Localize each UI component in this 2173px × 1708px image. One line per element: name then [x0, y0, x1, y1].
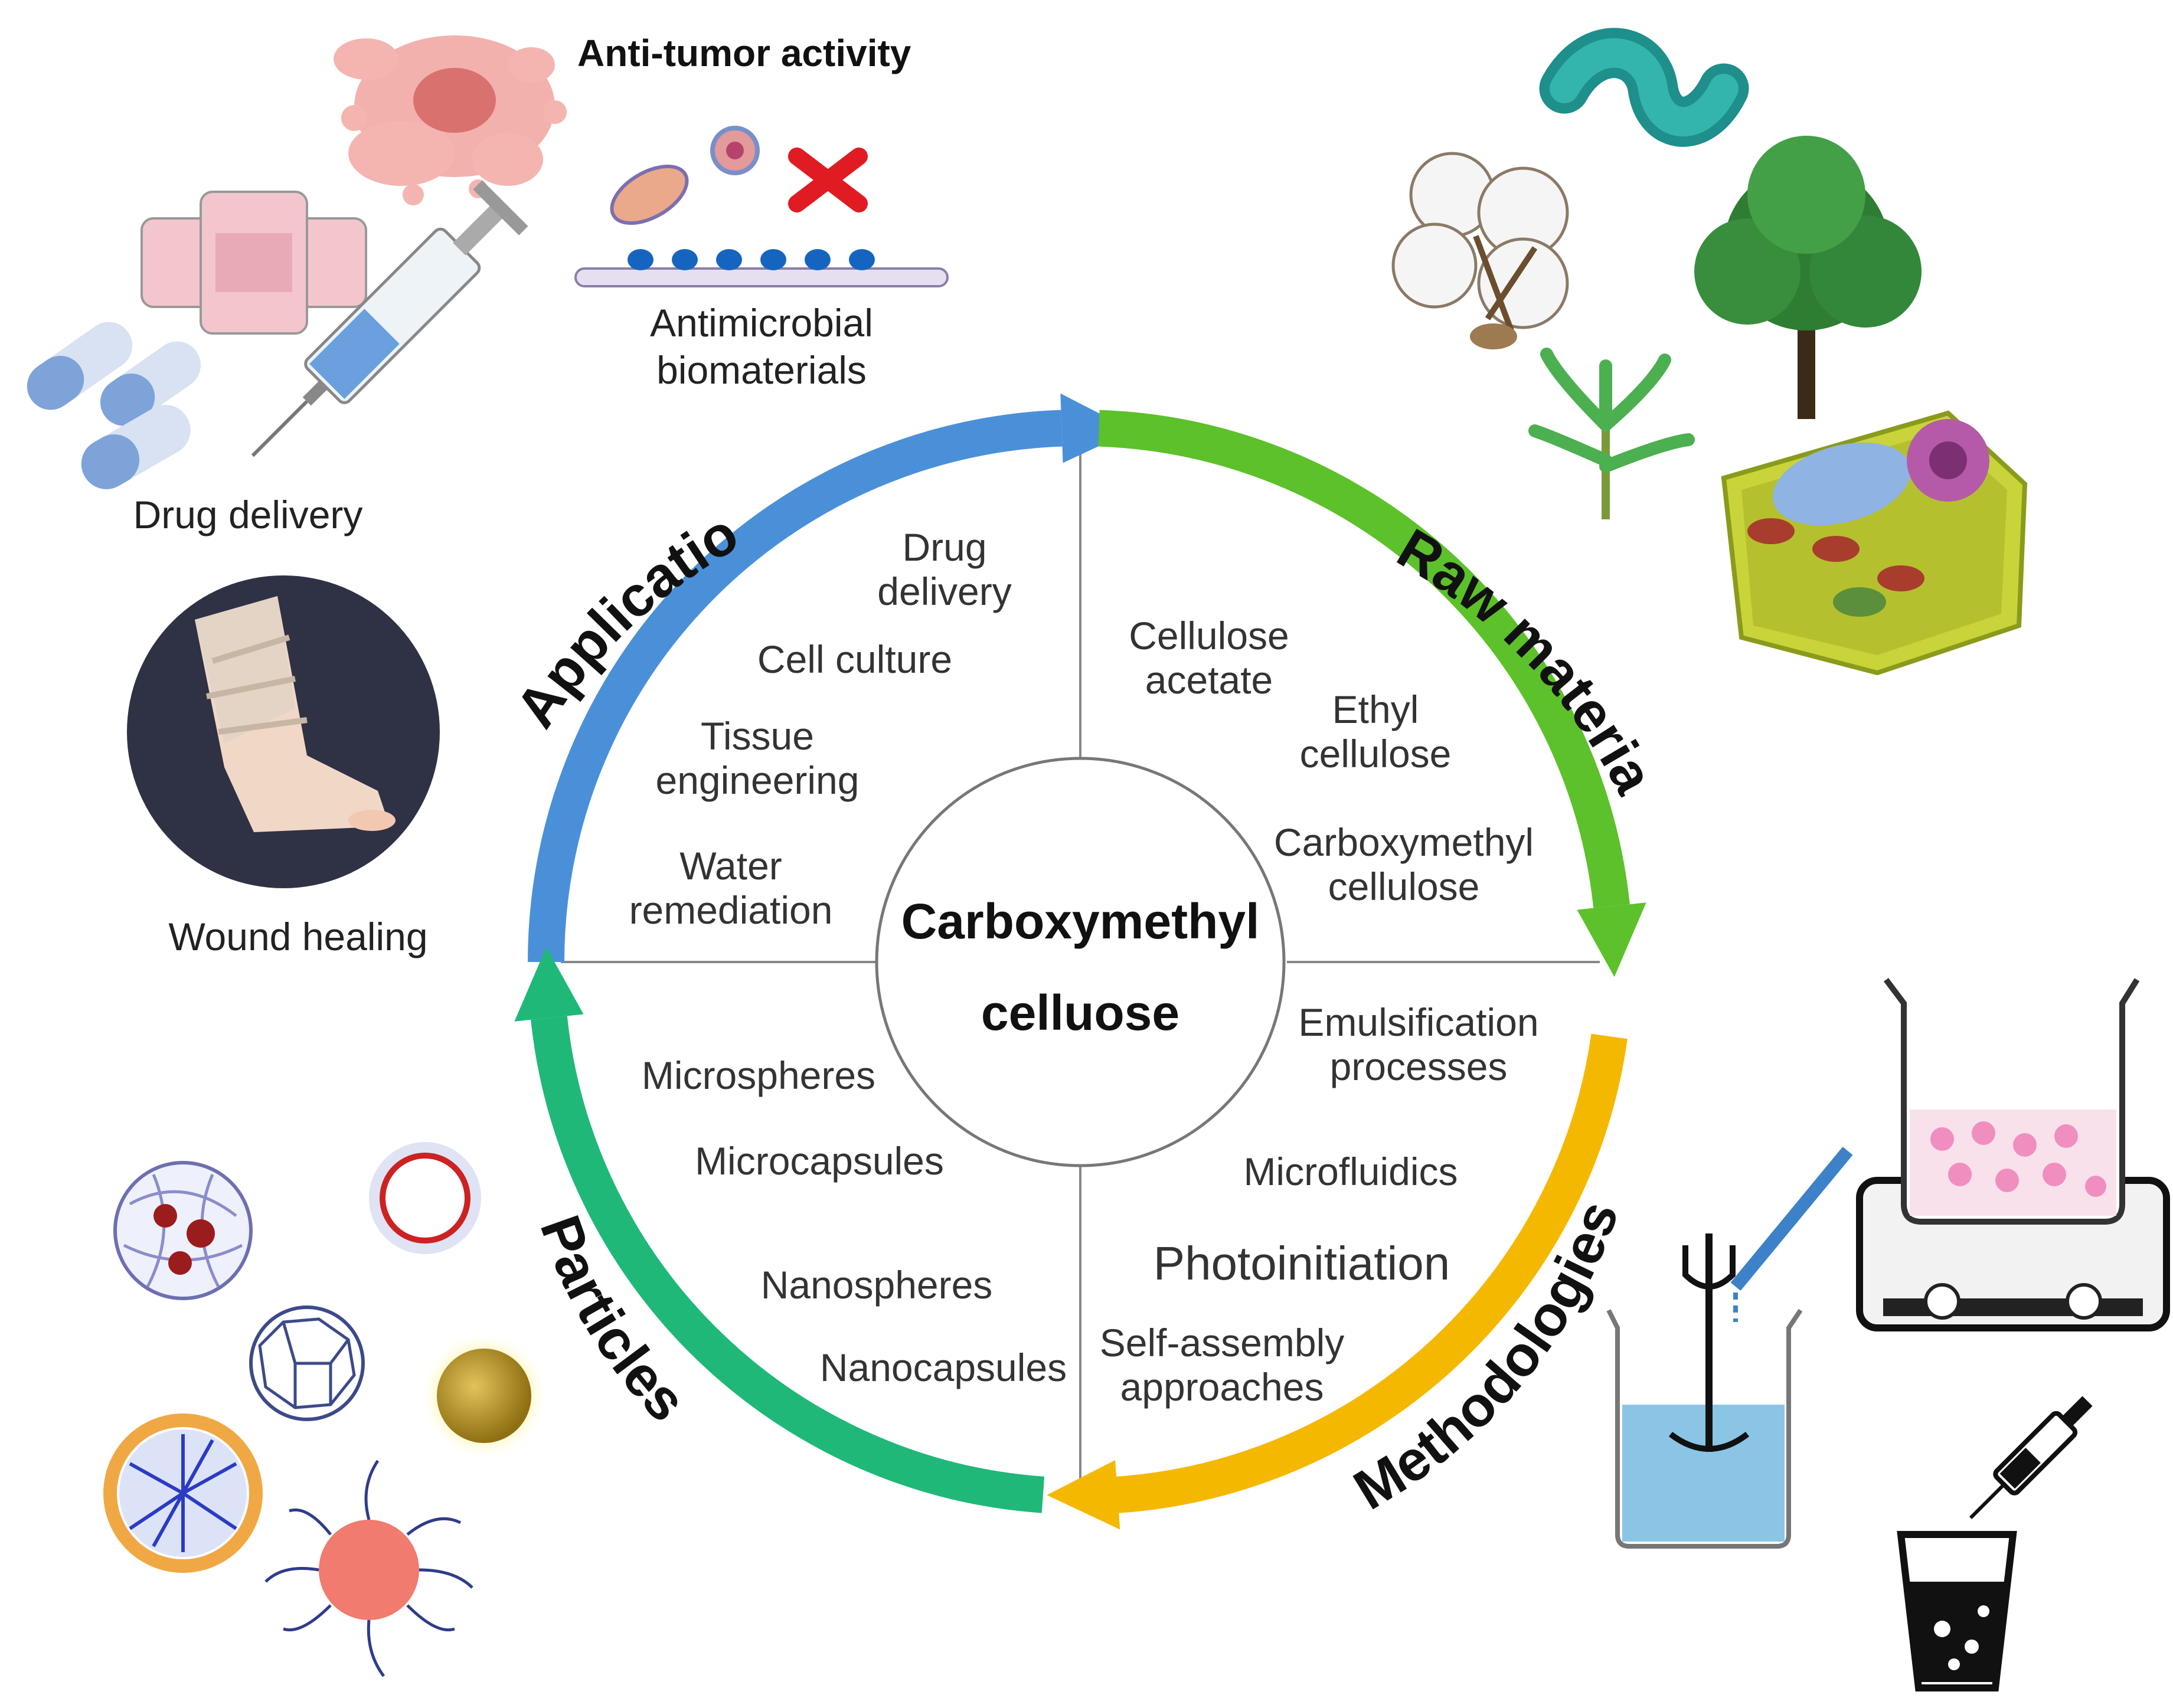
- label-antimicrobial-1: Antimicrobial: [650, 301, 873, 345]
- arc-applications: [528, 410, 1063, 963]
- center-circle: [875, 757, 1286, 1167]
- liposome-ring-illustration: [369, 1142, 481, 1254]
- particle-items: Microspheres Microcapsules Nanospheres N…: [642, 1053, 1067, 1389]
- cup-illustration: [1897, 1531, 2017, 1691]
- arrowhead-methodologies: [1047, 1460, 1120, 1530]
- label-anti-tumor: Anti-tumor activity: [577, 32, 911, 74]
- item-water-remediation-2: remediation: [629, 888, 833, 932]
- arc-particles: [531, 1016, 1045, 1513]
- cotton-illustration: [1391, 152, 1569, 349]
- antimicrobial-illustration: [574, 126, 949, 287]
- methodology-items: Emulsification processes Microfluidics P…: [1100, 1000, 1539, 1409]
- bacteria-illustration: [1539, 28, 1749, 147]
- wound-healing-illustration: [127, 575, 440, 888]
- item-photoinitiation: Photoinitiation: [1154, 1237, 1450, 1290]
- item-microspheres: Microspheres: [642, 1053, 875, 1097]
- item-drug-delivery: Drug: [902, 525, 986, 569]
- raw-material-items: Cellulose acetate Ethyl cellulose Carbox…: [1129, 614, 1534, 908]
- arc-methodologies: [1098, 1033, 1628, 1514]
- item-microfluidics: Microfluidics: [1243, 1150, 1458, 1193]
- item-emulsification-2: processes: [1330, 1045, 1508, 1088]
- item-nanocapsules: Nanocapsules: [820, 1346, 1067, 1389]
- item-water-remediation: Water: [679, 844, 782, 888]
- beaker-on-stirrer-illustration: [1856, 978, 2170, 1331]
- plant-illustration: [1528, 348, 1695, 519]
- item-ethyl-cellulose-2: cellulose: [1300, 732, 1452, 776]
- stirred-beaker-illustration: [1606, 1146, 1853, 1549]
- item-emulsification: Emulsification: [1298, 1000, 1538, 1044]
- micelle-illustration: [103, 1413, 263, 1573]
- center-title-line1: Carboxymethyl: [901, 894, 1260, 949]
- label-wound-healing: Wound healing: [168, 915, 427, 958]
- tumor-cells-illustration: [334, 35, 567, 205]
- drug-delivery-illustration: [27, 180, 528, 489]
- label-drug-delivery: Drug delivery: [133, 493, 363, 536]
- item-ethyl-cellulose: Ethyl: [1332, 688, 1419, 731]
- syringe-icon: [251, 180, 528, 457]
- item-microcapsules: Microcapsules: [695, 1139, 944, 1183]
- pill-icon: [27, 322, 201, 489]
- item-cellulose-acetate-2: acetate: [1145, 658, 1273, 702]
- arrowhead-particles: [514, 947, 584, 1022]
- item-self-assembly: Self-assembly: [1100, 1321, 1344, 1365]
- arrowhead-applications: [1060, 393, 1133, 463]
- item-tissue-engineering-2: engineering: [656, 758, 860, 802]
- plant-cell-illustration: [1721, 410, 2028, 676]
- center-title-line2: celluose: [981, 985, 1179, 1040]
- item-self-assembly-2: approaches: [1120, 1365, 1324, 1409]
- tree-illustration: [1694, 136, 1922, 419]
- item-cellulose-acetate: Cellulose: [1129, 614, 1289, 657]
- item-carboxymethyl-cellulose: Carboxymethyl: [1274, 820, 1534, 864]
- applications-items: Drug delivery Cell culture Tissue engine…: [629, 525, 1012, 932]
- item-cell-culture: Cell culture: [757, 637, 952, 681]
- item-nanospheres: Nanospheres: [761, 1263, 993, 1307]
- item-tissue-engineering: Tissue: [701, 714, 814, 758]
- polymer-nanoparticle-illustration: [113, 1161, 253, 1300]
- fullerene-illustration: [249, 1305, 365, 1421]
- dendrimer-illustration: [264, 1460, 473, 1677]
- arrowhead-raw-materials: [1577, 902, 1646, 977]
- arc-raw-materials: [1098, 410, 1630, 908]
- item-drug-delivery-2: delivery: [877, 570, 1011, 613]
- syringe-small-icon: [1969, 1396, 2093, 1520]
- label-antimicrobial-2: biomaterials: [656, 348, 867, 392]
- gold-nanoparticle-illustration: [419, 1331, 549, 1461]
- item-carboxymethyl-cellulose-2: cellulose: [1328, 865, 1480, 908]
